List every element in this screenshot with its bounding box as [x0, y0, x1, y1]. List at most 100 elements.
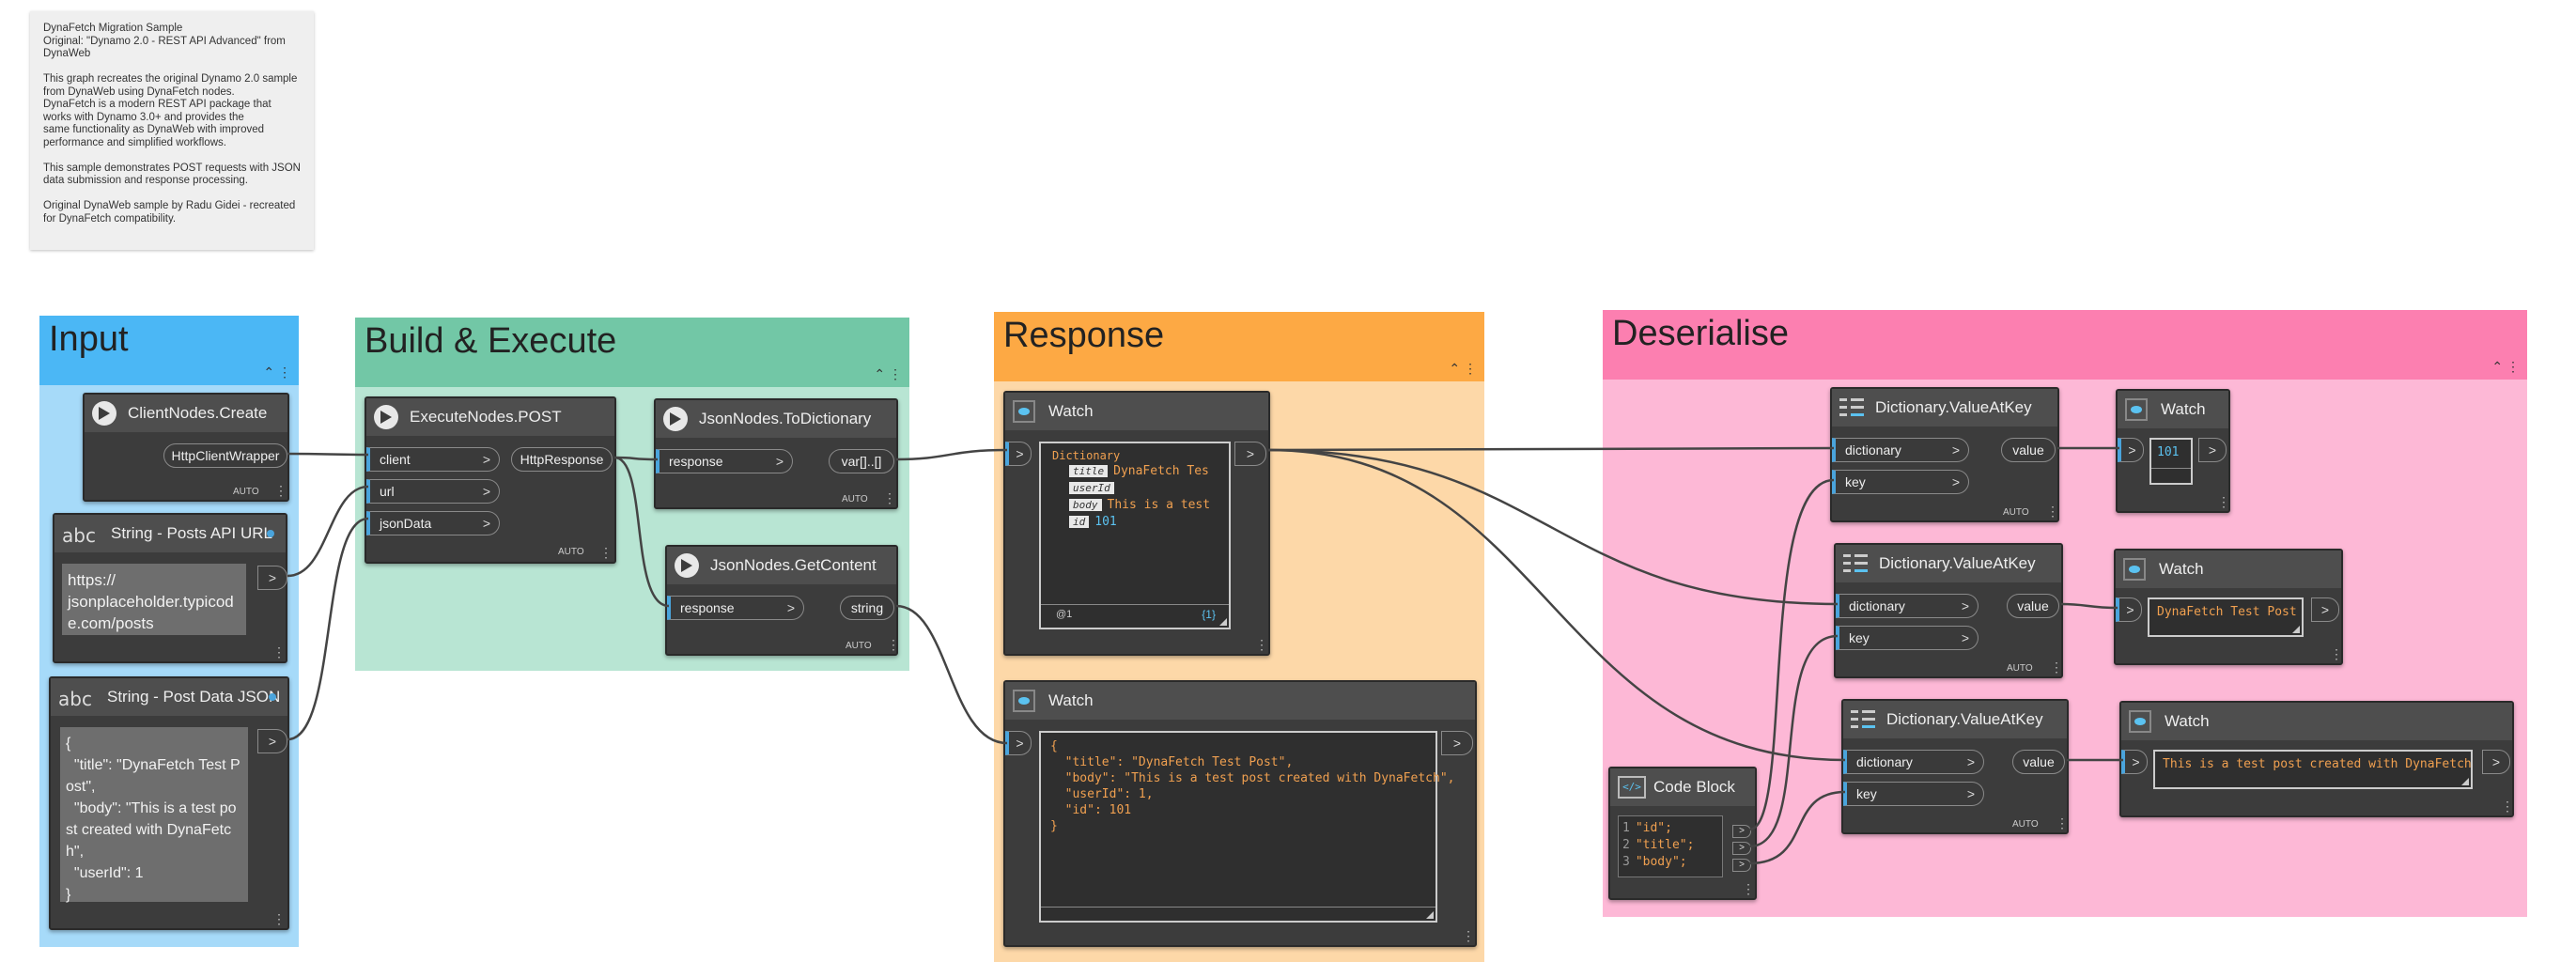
node-title: Watch: [2159, 560, 2204, 578]
node-json-get-content[interactable]: JsonNodes.GetContent response> string AU…: [665, 545, 900, 656]
collapse-icon[interactable]: ⌃ ⋮: [874, 366, 902, 381]
watch-count-label: {1}: [1202, 608, 1216, 621]
node-code-block[interactable]: </>Code Block 1"id"; 2"title"; 3"body"; …: [1608, 767, 1757, 900]
code-block-editor[interactable]: 1"id"; 2"title"; 3"body";: [1618, 815, 1723, 877]
group-title: Build & Execute: [365, 321, 617, 361]
input-port-dictionary[interactable]: dictionary>: [1832, 438, 1969, 462]
input-port-dictionary[interactable]: dictionary>: [1836, 594, 1979, 618]
node-client-create[interactable]: ClientNodes.Create HttpClientWrapper AUT…: [83, 393, 289, 502]
output-port-httpclientwrapper[interactable]: HttpClientWrapper: [163, 443, 287, 468]
input-port-jsondata[interactable]: jsonData>: [366, 511, 500, 535]
node-execute-post[interactable]: ExecuteNodes.POST client> url> jsonData>…: [365, 396, 616, 564]
input-port-url[interactable]: url>: [366, 479, 500, 504]
dynafetch-node-icon: [675, 553, 699, 578]
note-line-3: This sample demonstrates POST requests w…: [43, 162, 301, 187]
node-title: Watch: [1048, 402, 1094, 420]
input-port-key[interactable]: key>: [1832, 470, 1969, 494]
output-port-value[interactable]: value: [2007, 594, 2059, 618]
output-port[interactable]: >: [1234, 442, 1266, 466]
output-port-httpresponse[interactable]: HttpResponse: [511, 447, 613, 472]
output-port-string[interactable]: string: [840, 596, 894, 620]
watch-text-view[interactable]: { "title": "DynaFetch Test Post", "body"…: [1039, 731, 1454, 923]
node-menu-icon[interactable]: ⋮: [2056, 815, 2069, 830]
node-title: Watch: [2161, 400, 2206, 418]
node-dictionary-value-at-key-3[interactable]: Dictionary.ValueAtKey dictionary> key> v…: [1841, 699, 2069, 834]
output-port[interactable]: >: [2198, 438, 2227, 462]
node-dictionary-value-at-key-1[interactable]: Dictionary.ValueAtKey dictionary> key> v…: [1830, 387, 2059, 522]
eye-icon: [2129, 710, 2151, 733]
node-menu-icon[interactable]: ⋮: [2050, 659, 2063, 675]
node-dictionary-value-at-key-2[interactable]: Dictionary.ValueAtKey dictionary> key> v…: [1834, 543, 2063, 678]
dictionary-icon: [1839, 396, 1866, 419]
input-port-client[interactable]: client>: [366, 447, 500, 472]
output-port[interactable]: >: [2311, 597, 2339, 622]
input-port[interactable]: >: [2118, 438, 2144, 462]
output-port[interactable]: >: [2482, 750, 2510, 774]
collapse-icon[interactable]: ⌃ ⋮: [2491, 359, 2520, 374]
node-menu-icon[interactable]: ⋮: [1742, 881, 1755, 896]
watch-title-value: DynaFetch Test Post: [2148, 597, 2304, 637]
input-port[interactable]: >: [1005, 731, 1032, 755]
node-menu-icon[interactable]: ⋮: [2501, 799, 2514, 814]
node-menu-icon[interactable]: ⋮: [887, 637, 900, 652]
string-json-input[interactable]: { "title": "DynaFetch Test Post", "body"…: [60, 727, 248, 903]
eye-icon: [2125, 398, 2148, 421]
output-port[interactable]: >: [257, 566, 287, 590]
node-title: String - Posts API URL: [111, 524, 272, 542]
graph-note[interactable]: DynaFetch Migration Sample Original: "Dy…: [30, 11, 314, 250]
lacing-label: AUTO: [842, 494, 868, 504]
input-port[interactable]: >: [1005, 442, 1032, 466]
resize-grip-icon[interactable]: [2461, 778, 2469, 785]
node-menu-icon[interactable]: ⋮: [1462, 928, 1475, 943]
preview-indicator: [269, 693, 276, 701]
node-menu-icon[interactable]: ⋮: [2217, 494, 2230, 509]
output-port-line-3[interactable]: >: [1732, 859, 1751, 872]
node-menu-icon[interactable]: ⋮: [1255, 637, 1268, 652]
input-port-key[interactable]: key>: [1836, 626, 1979, 650]
collapse-icon[interactable]: ⌃ ⋮: [1449, 361, 1477, 376]
node-watch-json[interactable]: Watch > > { "title": "DynaFetch Test Pos…: [1003, 680, 1477, 947]
input-port-response[interactable]: response>: [667, 596, 804, 620]
input-port-dictionary[interactable]: dictionary>: [1843, 750, 1984, 774]
node-menu-icon[interactable]: ⋮: [2046, 504, 2059, 519]
input-port[interactable]: >: [2121, 750, 2148, 774]
note-line-4: Original DynaWeb sample by Radu Gidei - …: [43, 200, 296, 225]
node-watch-body[interactable]: Watch > > This is a test post created wi…: [2119, 701, 2514, 817]
node-menu-icon[interactable]: ⋮: [599, 545, 613, 560]
input-port-response[interactable]: response>: [656, 449, 793, 473]
resize-grip-icon[interactable]: [1219, 618, 1227, 626]
preview-indicator: [267, 530, 274, 537]
input-port-key[interactable]: key>: [1843, 782, 1984, 806]
resize-grip-icon[interactable]: [1426, 911, 1434, 919]
output-port[interactable]: >: [257, 729, 287, 753]
node-watch-id[interactable]: Watch > > 101 ⋮: [2116, 389, 2230, 513]
node-title: Dictionary.ValueAtKey: [1886, 710, 2043, 728]
node-title: ClientNodes.Create: [128, 404, 268, 422]
node-watch-title[interactable]: Watch > > DynaFetch Test Post ⋮: [2114, 549, 2343, 665]
node-string-posts-api-url[interactable]: abc String - Posts API URL https:// jsonp…: [53, 513, 287, 663]
output-port-line-1[interactable]: >: [1732, 825, 1751, 838]
resize-grip-icon[interactable]: [2292, 626, 2300, 633]
note-line-1: DynaFetch Migration Sample Original: "Dy…: [43, 23, 286, 59]
output-port-var[interactable]: var[]..[]: [829, 449, 894, 473]
node-title: Watch: [1048, 691, 1094, 709]
node-menu-icon[interactable]: ⋮: [274, 483, 287, 498]
group-title: Input: [49, 319, 129, 359]
node-menu-icon[interactable]: ⋮: [2330, 646, 2343, 661]
output-port-value[interactable]: value: [2012, 750, 2065, 774]
output-port-value[interactable]: value: [2001, 438, 2056, 462]
node-menu-icon[interactable]: ⋮: [272, 644, 286, 659]
lacing-label: AUTO: [2012, 819, 2039, 830]
string-icon: abc: [62, 524, 96, 547]
node-menu-icon[interactable]: ⋮: [883, 490, 896, 505]
node-menu-icon[interactable]: ⋮: [272, 911, 286, 926]
output-port-line-2[interactable]: >: [1732, 842, 1751, 855]
string-url-input[interactable]: https:// jsonplaceholder.typicode.com/po…: [62, 564, 246, 635]
input-port[interactable]: >: [2116, 597, 2142, 622]
lacing-label: AUTO: [233, 487, 259, 497]
collapse-icon[interactable]: ⌃ ⋮: [263, 365, 291, 380]
node-json-to-dictionary[interactable]: JsonNodes.ToDictionary response> var[]..…: [654, 398, 898, 509]
